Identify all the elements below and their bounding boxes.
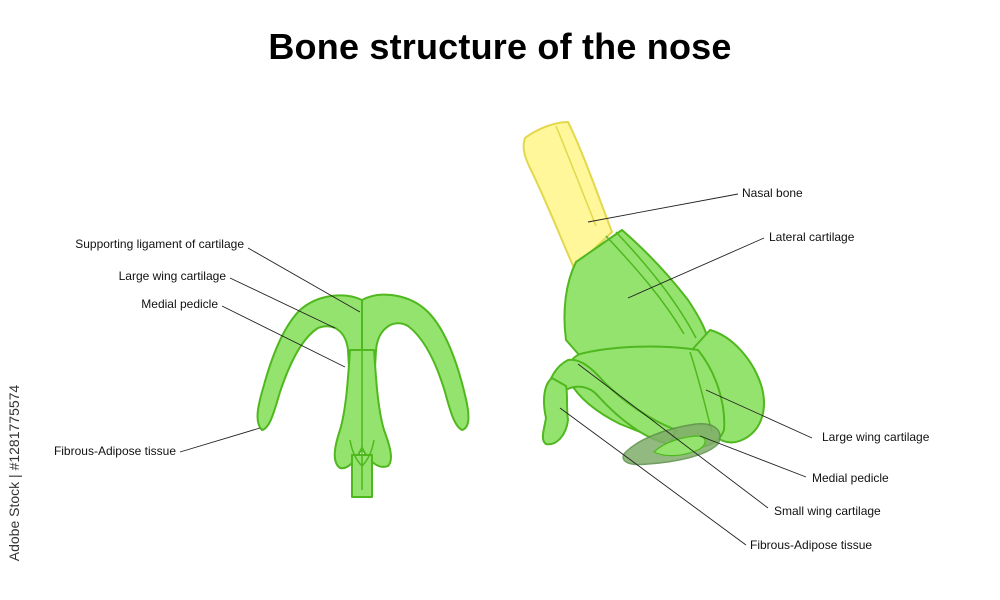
diagram-title: Bone structure of the nose [268,26,732,67]
label-right-fibrous-adipose: Fibrous-Adipose tissue [750,538,872,552]
leader-lateral-cartilage [627,237,765,299]
label-right-medial-pedicle: Medial pedicle [812,471,889,485]
watermark-text: Adobe Stock | #1281775574 [6,384,22,562]
left-nose-view: Supporting ligament of cartilage Large w… [54,237,470,498]
left-medial-pedicle [333,349,392,470]
leader-left-fibrous-adipose [179,427,261,453]
leader-left-large-wing [229,277,336,329]
columella-foot [541,377,569,446]
label-left-large-wing: Large wing cartilage [119,269,227,283]
label-left-fibrous-adipose: Fibrous-Adipose tissue [54,444,176,458]
right-nose-view: Nasal bone Lateral cartilage Large wing … [522,121,930,552]
leader-supporting-ligament [247,247,361,313]
leader-right-medial-pedicle [699,435,807,478]
left-large-wing-cartilage-left [256,294,363,431]
leader-right-large-wing [705,389,813,439]
label-lateral-cartilage: Lateral cartilage [769,230,855,244]
leader-left-medial-pedicle [221,305,346,368]
label-supporting-ligament: Supporting ligament of cartilage [75,237,244,251]
label-nasal-bone: Nasal bone [742,186,803,200]
leader-right-fibrous-adipose [559,407,747,546]
label-right-large-wing: Large wing cartilage [822,430,930,444]
left-inner-curves [349,439,375,467]
nasal-bone-edge [555,125,597,227]
left-large-wing-cartilage-right [361,293,470,431]
label-small-wing: Small wing cartilage [774,504,881,518]
leader-small-wing [577,363,769,509]
stock-watermark: Adobe Stock | #1281775574 [4,360,24,590]
leader-nasal-bone [587,193,739,223]
label-left-medial-pedicle: Medial pedicle [141,297,218,311]
